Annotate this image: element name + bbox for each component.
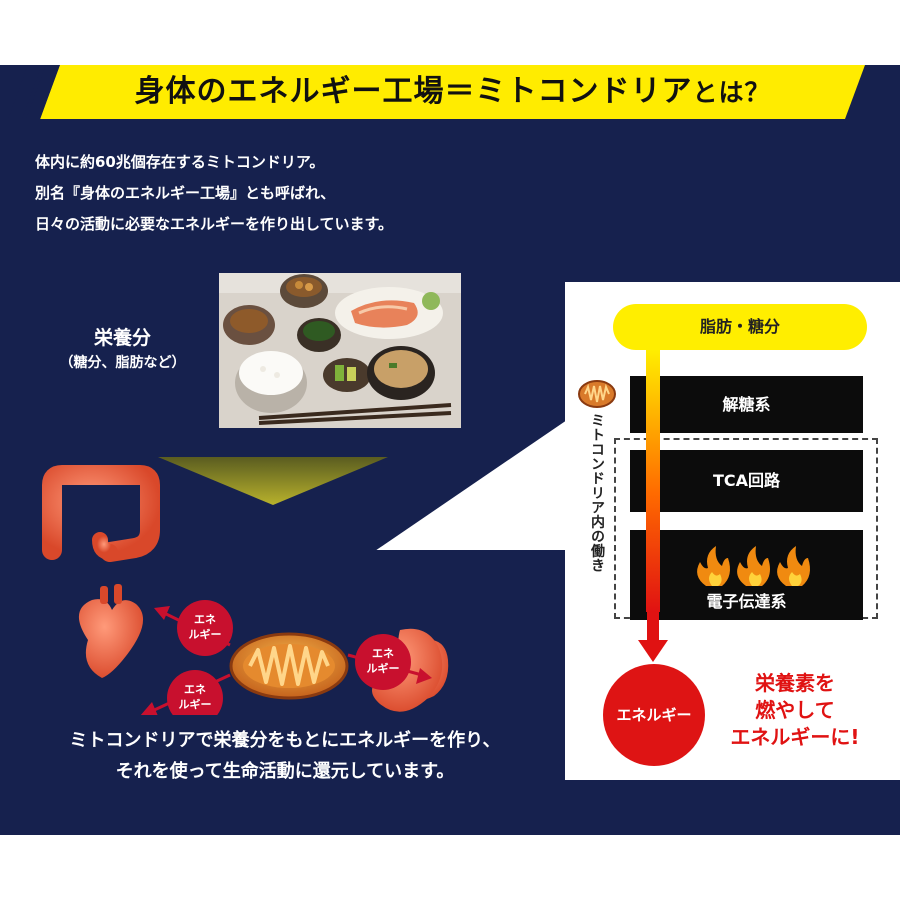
mitochondria-small-icon xyxy=(577,378,617,414)
page-title: 身体のエネルギー工場＝ミトコンドリアとは？ xyxy=(60,65,845,119)
energy-tag: エネ ルギー xyxy=(355,634,411,690)
stage-electron-transport-label: 電子伝達系 xyxy=(706,592,787,611)
flow-arrowhead xyxy=(638,640,668,662)
result-line: 燃やして xyxy=(755,698,835,722)
nutrients-label: 栄養分 （糖分、脂肪など） xyxy=(30,323,215,372)
intro-line: 別名『身体のエネルギー工場』とも呼ばれ、 xyxy=(35,184,336,202)
mitochondria-flow-box: 脂肪・糖分 ミトコンドリア内の働き 解糖系 TCA回路 xyxy=(565,282,900,780)
intro-line: 日々の活動に必要なエネルギーを作り出しています。 xyxy=(35,215,394,233)
intro-line: 体内に約60兆個存在するミトコンドリア。 xyxy=(35,153,325,171)
flame-icon xyxy=(777,546,810,586)
intestine-icon xyxy=(42,465,160,562)
title-main: 身体のエネルギー工場＝ミトコンドリア xyxy=(134,74,693,109)
energy-tag-line2: ルギー xyxy=(179,697,212,711)
flow-arrow-shaft xyxy=(646,350,660,612)
flame-icon xyxy=(737,546,770,586)
result-line: エネルギーに! xyxy=(730,725,860,749)
title-suffix: とは？ xyxy=(692,78,771,107)
input-nutrients-pill: 脂肪・糖分 xyxy=(613,304,867,350)
flow-arrow-tail xyxy=(647,612,659,642)
stage-electron-transport: 電子伝達系 xyxy=(630,530,863,620)
result-line: 栄養素を xyxy=(755,671,835,695)
energy-tag: エネ ルギー xyxy=(167,670,223,726)
stage-tca-cycle: TCA回路 xyxy=(630,450,863,512)
caption-line: それを使って生命活動に還元しています。 xyxy=(115,761,455,782)
energy-tag-line2: ルギー xyxy=(189,627,222,641)
meal-photo xyxy=(219,273,461,428)
energy-tag-line1: エネ xyxy=(184,683,206,696)
caption-line: ミトコンドリアで栄養分をもとにエネルギーを作り、 xyxy=(69,730,501,751)
heart-icon xyxy=(78,584,144,678)
summary-caption: ミトコンドリアで栄養分をもとにエネルギーを作り、 それを使って生命活動に還元して… xyxy=(15,725,555,787)
mitochondria-side-label: ミトコンドリア内の働き xyxy=(589,413,605,573)
energy-tag-line1: エネ xyxy=(372,647,394,660)
energy-tag-line2: ルギー xyxy=(367,661,400,675)
flame-icon xyxy=(697,546,730,586)
nutrients-title: 栄養分 xyxy=(93,327,151,349)
stage-glycolysis: 解糖系 xyxy=(630,376,863,433)
energy-tag: エネ ルギー xyxy=(177,600,233,656)
energy-output-circle: エネルギー xyxy=(603,664,705,766)
flames xyxy=(630,544,863,590)
energy-tag-line1: エネ xyxy=(194,613,216,626)
intro-text: 体内に約60兆個存在するミトコンドリア。 別名『身体のエネルギー工場』とも呼ばれ… xyxy=(35,147,393,240)
main-panel: 身体のエネルギー工場＝ミトコンドリアとは？ 体内に約60兆個存在するミトコンドリ… xyxy=(0,65,900,835)
nutrients-note: （糖分、脂肪など） xyxy=(59,355,186,371)
title-banner xyxy=(40,65,865,119)
mitochondria-icon xyxy=(229,632,349,700)
result-text: 栄養素を 燃やして エネルギーに! xyxy=(715,670,875,751)
organs-illustration: エネ ルギー エネ ルギー エネ ルギー xyxy=(30,460,450,726)
